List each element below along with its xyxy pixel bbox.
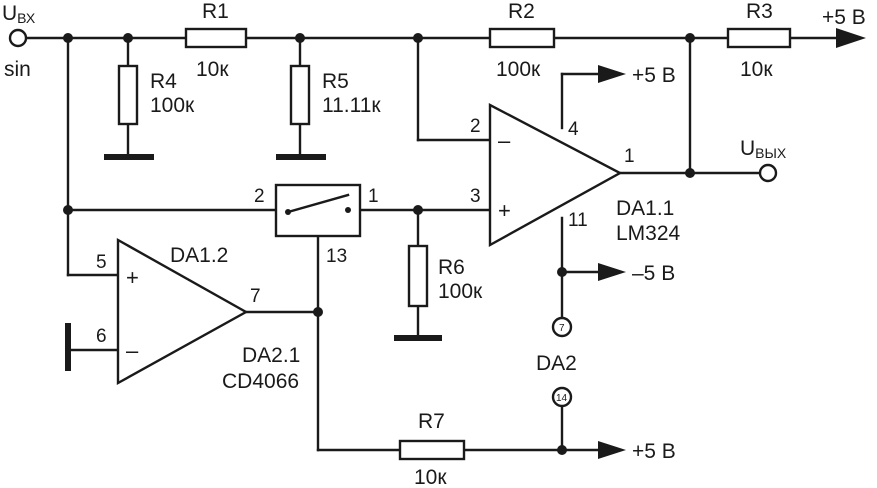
da2-power-name: DA2 (536, 352, 577, 375)
r2-value: 100к (496, 58, 541, 81)
da21-name: DA2.1 (242, 344, 300, 367)
da11-pin-inv: 2 (470, 116, 481, 137)
da11-sign-inv: – (498, 128, 511, 153)
da11-name: DA1.1 (616, 197, 674, 220)
r6-name: R6 (438, 256, 465, 279)
resistor-r5 (289, 64, 311, 126)
output-terminal (758, 163, 778, 183)
r6-value: 100к (438, 280, 483, 303)
input-label: UВХ (2, 2, 36, 26)
arrow-da11-pos-icon (598, 65, 626, 83)
da12-pin-out: 7 (250, 286, 261, 307)
rail-da11-pos: +5 В (632, 64, 676, 87)
rail-da11-neg: –5 В (632, 262, 675, 285)
analog-switch-da21 (274, 183, 362, 238)
da2-pin14-marker (551, 386, 573, 408)
da2-pin-vdd: 14 (556, 393, 568, 404)
junction-dots (63, 33, 695, 455)
r5-value: 11.11к (322, 94, 381, 117)
arrow-r7-supply-icon (598, 441, 626, 459)
r1-value: 10к (196, 58, 229, 81)
da11-part: LM324 (616, 222, 681, 245)
da12-sign-inv: – (126, 338, 139, 363)
wires (24, 36, 842, 452)
da21-pin-ctrl: 13 (326, 246, 347, 267)
opamp-da11 (488, 103, 623, 248)
da11-pin-noninv: 3 (470, 186, 481, 207)
input-signal-label: sin (4, 58, 31, 81)
da21-part: CD4066 (222, 370, 299, 393)
r7-value: 10к (414, 466, 447, 488)
da2-pin7-marker (551, 316, 573, 338)
resistor-r1 (184, 27, 248, 49)
r3-value: 10к (740, 58, 773, 81)
resistor-r7 (398, 439, 466, 461)
input-terminal (8, 28, 28, 48)
arrow-top-right-icon (836, 28, 866, 48)
r4-name: R4 (150, 70, 177, 93)
da11-sign-noninv: + (498, 198, 511, 223)
da12-name: DA1.2 (170, 244, 228, 267)
resistor-r3 (726, 27, 792, 49)
resistor-r2 (488, 27, 556, 49)
da21-pin-in: 2 (254, 186, 265, 207)
ground-symbols (65, 154, 442, 371)
output-label: UВЫХ (740, 137, 787, 161)
da21-pin-out: 1 (368, 186, 379, 207)
resistor-r6 (407, 244, 429, 308)
da11-pin-vneg: 11 (568, 210, 588, 231)
opamp-da12 (116, 237, 249, 386)
da12-pin-noninv: 5 (96, 252, 107, 273)
resistor-bodies (117, 27, 792, 461)
r7-name: R7 (418, 410, 445, 433)
r2-name: R2 (508, 0, 535, 23)
da11-pin-vpos: 4 (568, 119, 579, 140)
r5-name: R5 (322, 70, 349, 93)
resistor-r4 (117, 64, 139, 126)
da11-pin-out: 1 (624, 146, 635, 167)
da2-pin-gnd: 7 (559, 323, 565, 334)
da12-pin-inv: 6 (96, 326, 107, 347)
rail-r7-supply: +5 В (632, 440, 676, 463)
r4-value: 100к (150, 94, 195, 117)
arrow-da11-neg-icon (598, 263, 626, 281)
rail-top-right: +5 В (822, 6, 866, 29)
da12-sign-noninv: + (126, 265, 139, 290)
r3-name: R3 (746, 0, 773, 23)
r1-name: R1 (202, 0, 229, 23)
